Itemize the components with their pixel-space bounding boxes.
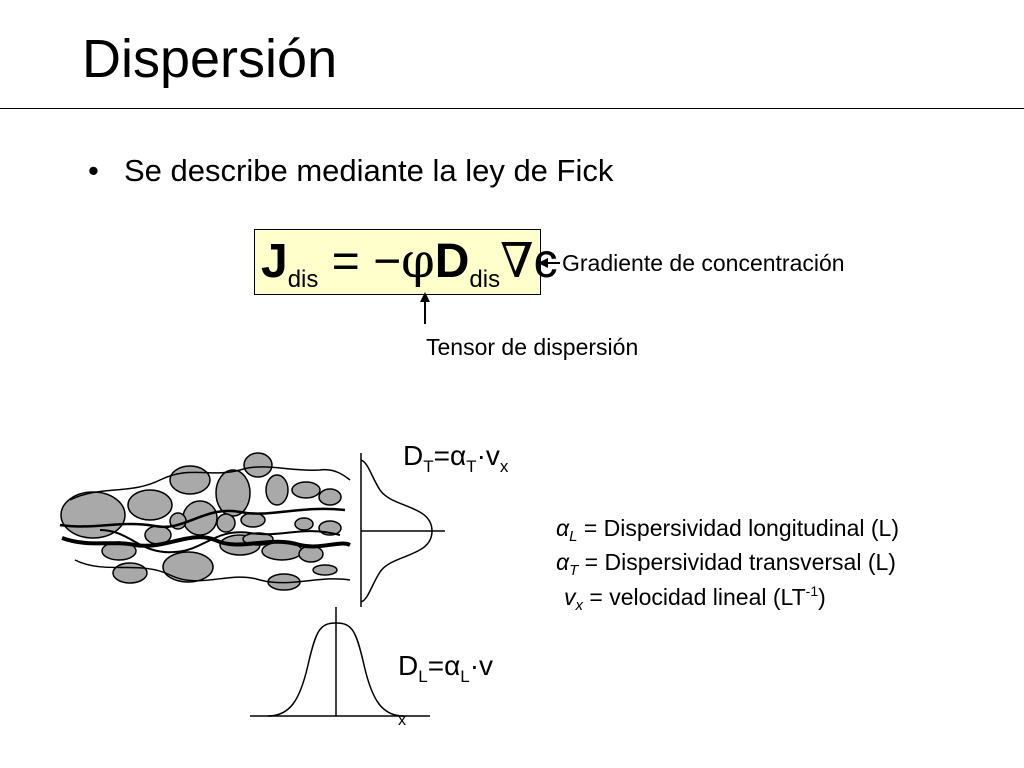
def-t-text: = Dispersividad transversal (L) — [578, 549, 896, 575]
dt-d: D — [403, 440, 424, 471]
def-v-text: = velocidad lineal (LT — [583, 584, 806, 610]
dl-d: D — [398, 650, 419, 681]
dt-formula: DT=αT·vx — [403, 440, 508, 477]
dt-sub2: T — [466, 457, 477, 476]
eq-nabla: ∇ — [500, 233, 534, 289]
def-v-sym: v — [564, 584, 576, 610]
eq-d-sub: dis — [469, 266, 501, 293]
eq-j-sub: dis — [287, 266, 319, 293]
def-alpha-t: αT = Dispersividad transversal (L) — [556, 549, 896, 579]
dl-eq: = — [427, 650, 445, 681]
def-v-close: ) — [818, 584, 826, 610]
fick-equation-box: Jdis = −φDdis∇c — [254, 229, 558, 295]
dl-formula: DL=αL·v — [398, 650, 493, 687]
dt-sub1: T — [423, 457, 434, 476]
def-alpha-l: αL = Dispersividad longitudinal (L) — [556, 515, 899, 545]
eq-phi: φ — [401, 233, 435, 289]
title-divider — [0, 108, 1024, 109]
longitudinal-distribution-curve — [250, 607, 430, 717]
gradient-arrow-icon — [538, 258, 560, 268]
def-l-sub: L — [569, 528, 578, 545]
bullet-text: Se describe mediante la ley de Fick — [124, 153, 614, 188]
eq-d: D — [434, 235, 470, 288]
def-t-sub: T — [569, 562, 579, 579]
def-v-sup: -1 — [805, 583, 819, 599]
def-l-sym: α — [556, 515, 570, 541]
transverse-distribution-curve — [360, 453, 445, 607]
tensor-label: Tensor de dispersión — [426, 334, 639, 360]
def-vx: vx = velocidad lineal (LT-1) — [564, 583, 826, 614]
tensor-arrow-icon — [420, 292, 430, 324]
def-l-text: = Dispersividad longitudinal (L) — [577, 515, 899, 541]
eq-sign: = − — [318, 235, 402, 288]
eq-j: J — [261, 235, 288, 288]
dl-sub2: L — [460, 667, 470, 686]
bullet-dot-icon: • — [88, 153, 99, 188]
dt-eq: = — [433, 440, 450, 471]
dt-alpha: α — [449, 440, 467, 471]
bullet-item: • Se describe mediante la ley de Fick — [88, 153, 613, 189]
def-t-sym: α — [556, 549, 570, 575]
gradient-label: Gradiente de concentración — [562, 250, 845, 276]
dl-sub1: L — [418, 667, 428, 686]
fick-equation: Jdis = −φDdis∇c — [261, 233, 558, 308]
dl-alpha: α — [444, 650, 461, 681]
dt-sub3: x — [499, 457, 509, 476]
dl-x-subscript: x — [398, 712, 406, 729]
dl-rest: ·v — [469, 650, 494, 681]
dt-rest: ·v — [476, 440, 500, 471]
def-v-sub: x — [575, 597, 584, 614]
porous-medium-illustration — [59, 452, 351, 591]
page-title: Dispersión — [82, 29, 338, 89]
